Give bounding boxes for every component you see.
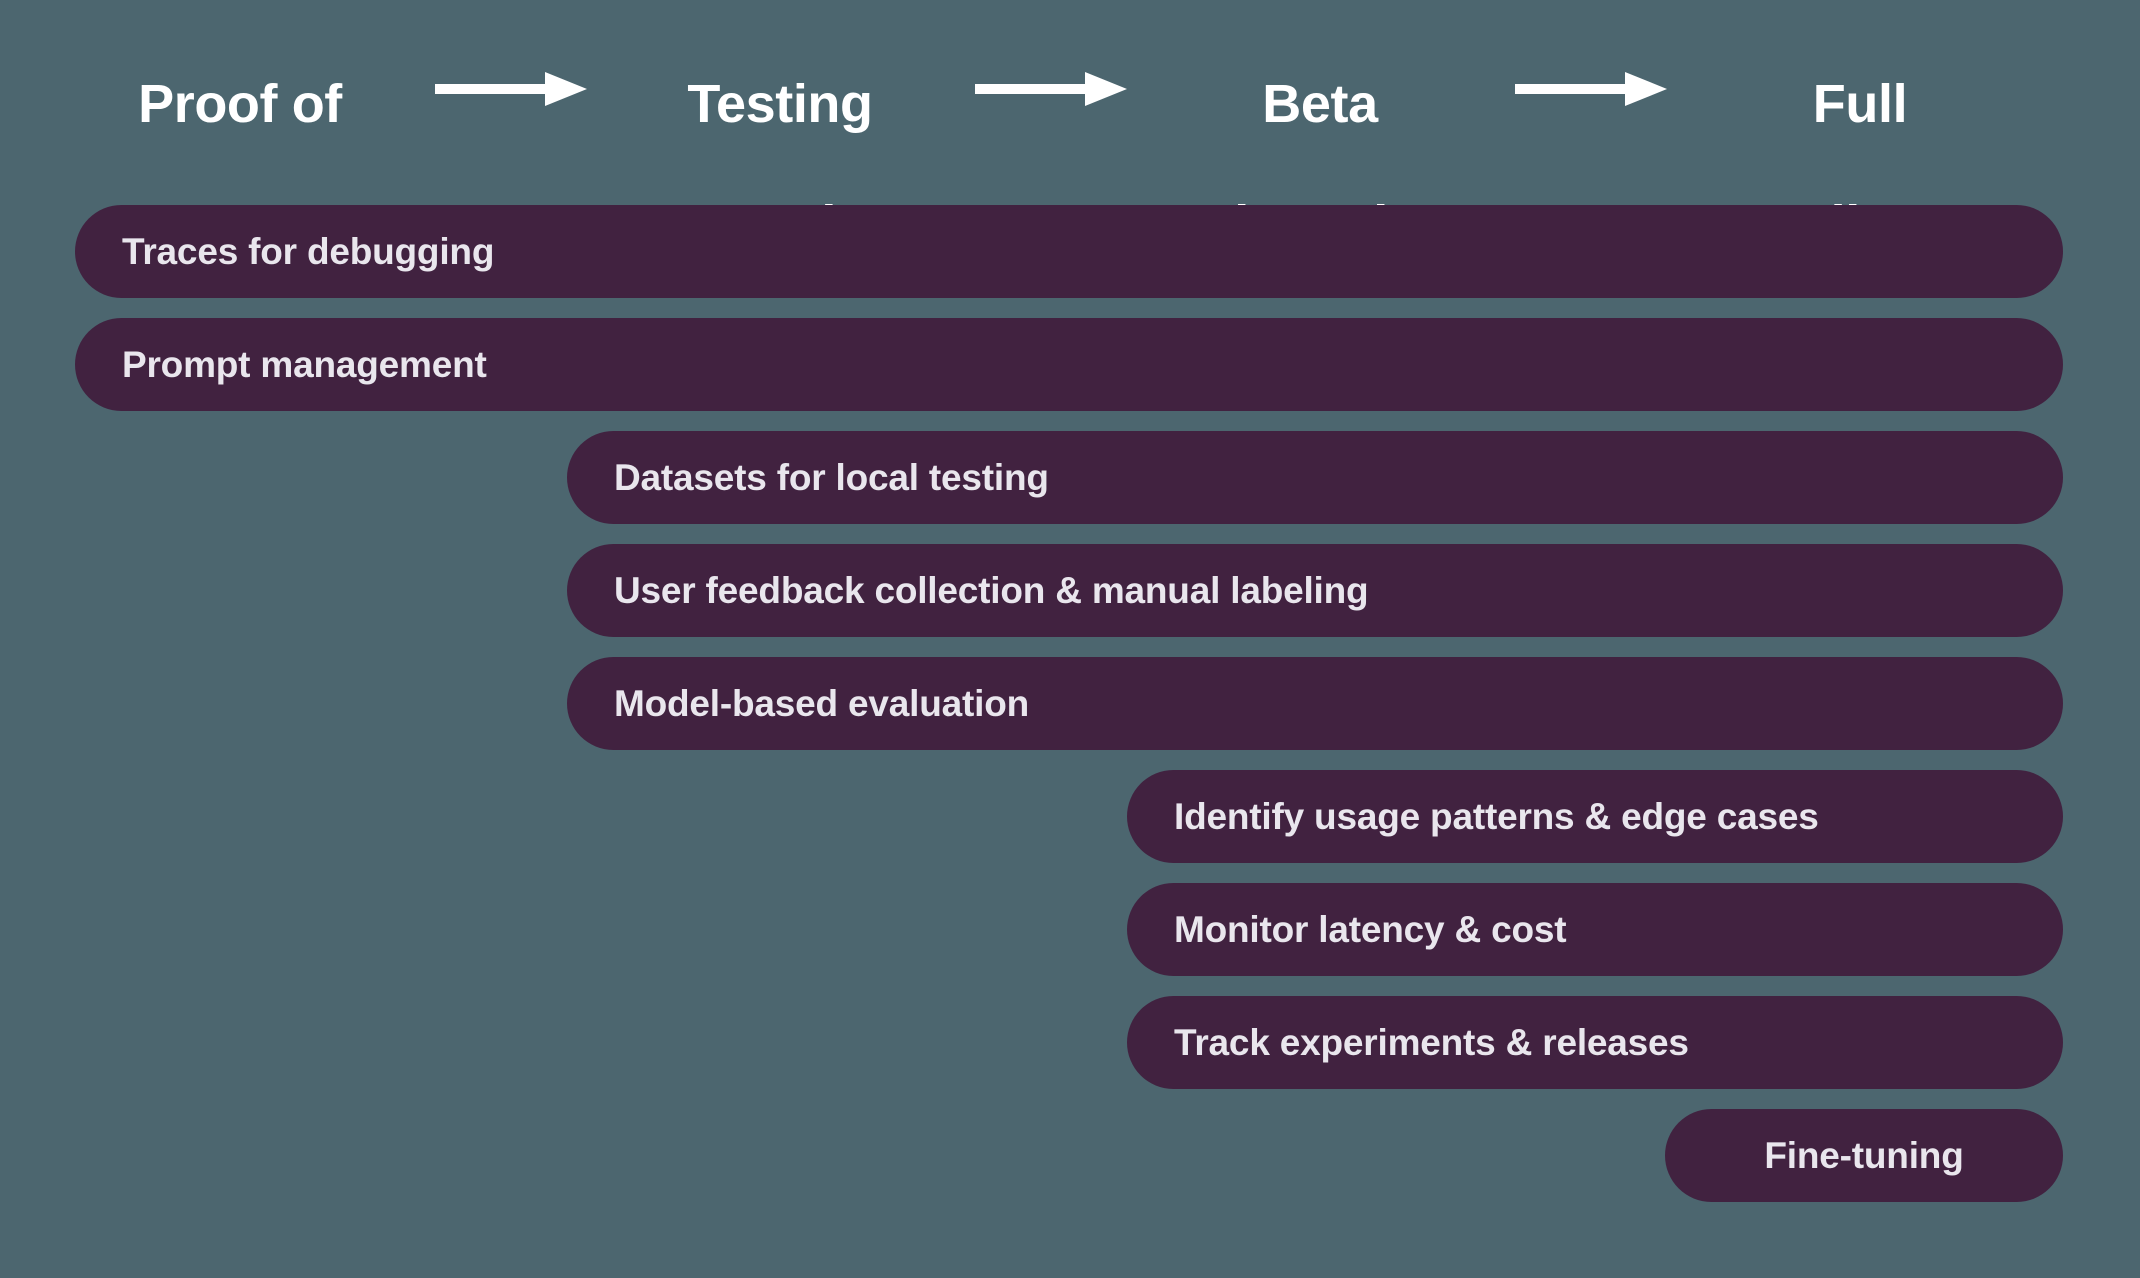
phase-label-line1: Testing	[687, 74, 873, 135]
arrow-right-icon	[435, 72, 587, 106]
phase-label-line1: Full	[1812, 74, 1908, 135]
capability-bar-label: Track experiments & releases	[1174, 1021, 1689, 1063]
capability-bar[interactable]: Monitor latency & cost	[1127, 883, 2063, 976]
capability-bar-label: Model-based evaluation	[614, 682, 1030, 724]
capability-bar[interactable]: User feedback collection & manual labeli…	[567, 544, 2063, 637]
capability-bar-label: Monitor latency & cost	[1174, 908, 1567, 950]
capability-bar[interactable]: Traces for debugging	[75, 205, 2063, 298]
capability-bar[interactable]: Datasets for local testing	[567, 431, 2063, 524]
capability-bar[interactable]: Track experiments & releases	[1127, 996, 2063, 1089]
arrow-right-icon	[975, 72, 1127, 106]
capability-bar[interactable]: Fine-tuning	[1665, 1109, 2063, 1202]
capability-bar[interactable]: Prompt management	[75, 318, 2063, 411]
arrow-right-icon	[1515, 72, 1667, 106]
phase-label-line1: Beta	[1262, 74, 1378, 135]
capability-bar[interactable]: Identify usage patterns & edge cases	[1127, 770, 2063, 863]
capability-bar[interactable]: Model-based evaluation	[567, 657, 2063, 750]
capability-bar-label: Fine-tuning	[1764, 1134, 1964, 1176]
capability-bar-label: Traces for debugging	[122, 230, 495, 272]
capability-bar-label: Datasets for local testing	[614, 456, 1049, 498]
capability-bar-label: User feedback collection & manual labeli…	[614, 569, 1369, 611]
phase-label-line1: Proof of	[138, 74, 342, 135]
capability-bar-label: Identify usage patterns & edge cases	[1174, 795, 1819, 837]
capability-bar-label: Prompt management	[122, 343, 487, 385]
